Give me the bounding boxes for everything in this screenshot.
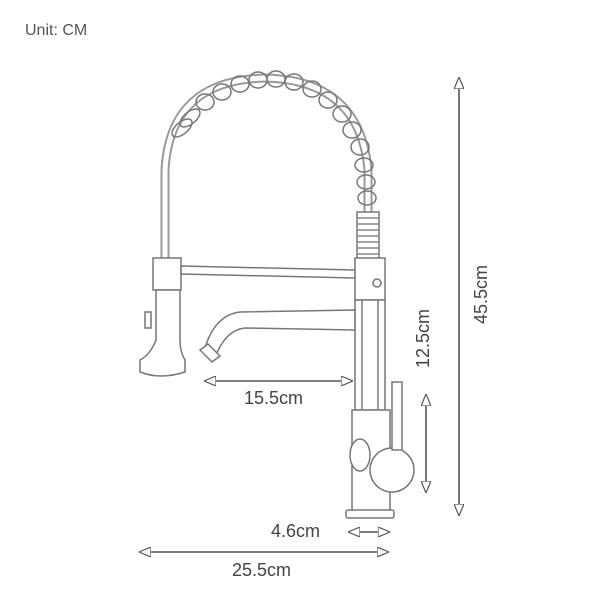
- faucet-illustration: [139, 70, 415, 519]
- unit-label: Unit: CM: [25, 22, 88, 39]
- spout-reach-label: 15.5cm: [244, 388, 304, 408]
- total-height-label: 45.5cm: [471, 264, 491, 324]
- total-width-label: 25.5cm: [232, 560, 292, 580]
- dimension-lines: [140, 78, 459, 552]
- base-diameter-label: 4.6cm: [271, 521, 321, 541]
- handle-height-label: 12.5cm: [413, 308, 433, 368]
